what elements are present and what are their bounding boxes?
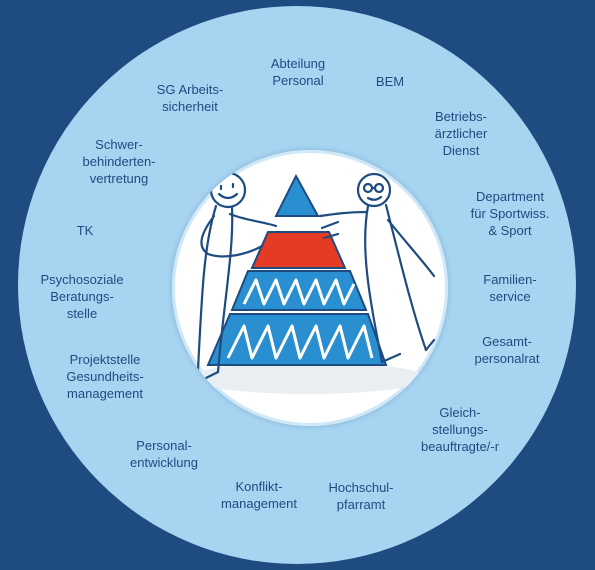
two-stick-figures-building-pyramid-icon bbox=[182, 171, 436, 394]
label-bem: BEM bbox=[375, 74, 405, 89]
pyramid-level-middle-hatching bbox=[242, 278, 356, 306]
label-psychosoziale-beratungsstelle: Psychosoziale Beratungs- stelle bbox=[40, 272, 124, 321]
label-personalentwicklung: Personal- entwicklung bbox=[130, 438, 198, 470]
label-betriebsaerztlicher-dienst: Betriebs- ärztlicher Dienst bbox=[434, 109, 488, 158]
floor-shadow bbox=[190, 362, 426, 394]
pyramid-level-red bbox=[250, 231, 347, 269]
label-schwerbehindertenvertretung: Schwer- behinderten- vertretung bbox=[82, 137, 156, 186]
label-familienservice: Familien- service bbox=[483, 272, 537, 304]
label-konfliktmanagement: Konflikt- management bbox=[221, 479, 297, 511]
label-tk: TK bbox=[76, 223, 94, 238]
center-illustration bbox=[172, 150, 448, 426]
label-hochschulpfarramt: Hochschul- pfarramt bbox=[328, 480, 394, 512]
pyramid-tip bbox=[274, 173, 320, 217]
label-sg-arbeitssicherheit: SG Arbeits- sicherheit bbox=[156, 82, 224, 114]
label-abteilung-personal: Abteilung Personal bbox=[270, 56, 326, 88]
label-gesamtpersonalrat: Gesamt- personalrat bbox=[474, 334, 540, 366]
label-gleichstellungsbeauftragte: Gleich- stellungs- beauftragte/-r bbox=[420, 405, 500, 454]
pyramid-level-bottom bbox=[206, 313, 388, 366]
right-figure-head bbox=[356, 172, 392, 208]
left-figure-head bbox=[209, 171, 247, 209]
right-stick-figure bbox=[318, 172, 436, 364]
label-projektstelle-gesundheitsmanagement: Projektstelle Gesundheits- management bbox=[66, 352, 144, 401]
pyramid-level-bottom-hatching bbox=[226, 324, 374, 360]
label-department-sportwiss: Department für Sportwiss. & Sport bbox=[470, 189, 550, 238]
left-stick-figure bbox=[182, 171, 278, 380]
